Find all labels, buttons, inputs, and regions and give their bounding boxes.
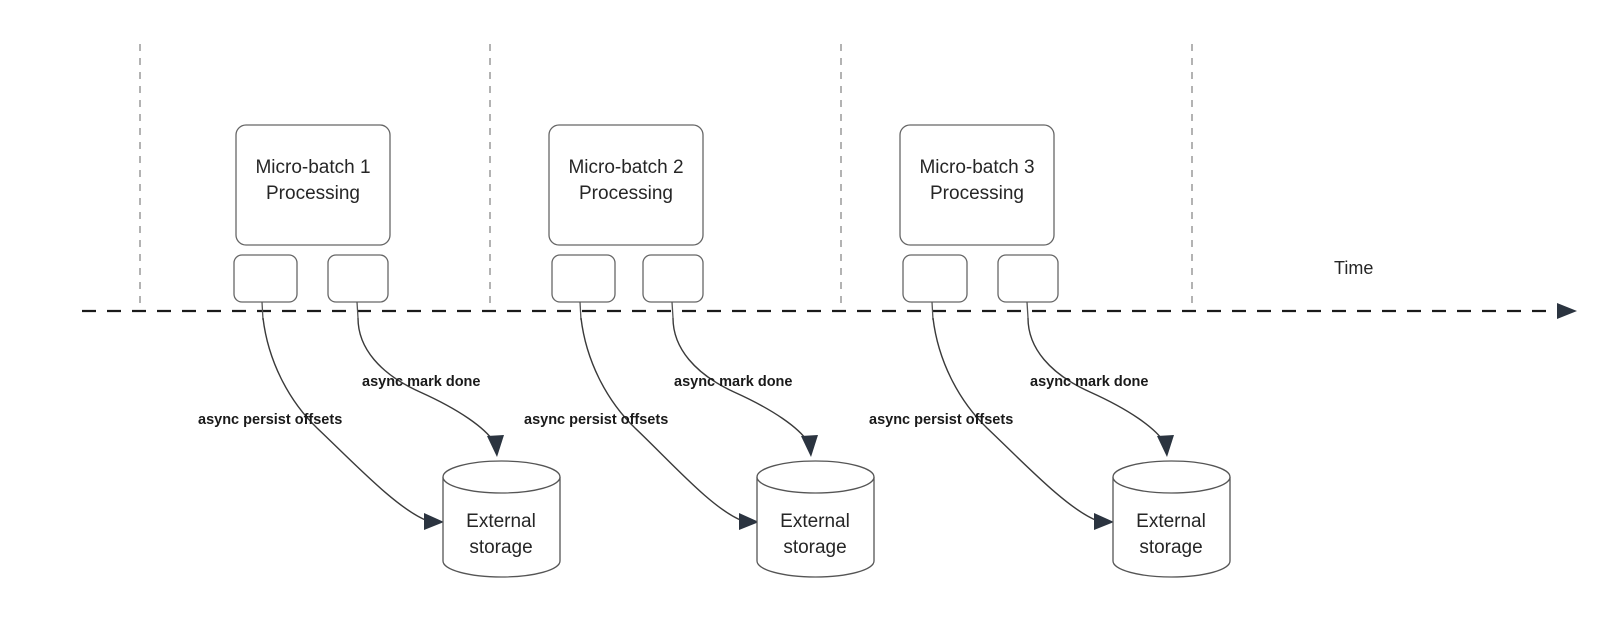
async-mark-done-label-3: async mark done	[1030, 374, 1148, 390]
time-axis: Time	[82, 258, 1577, 319]
async-persist-offsets-arrowhead-2	[739, 513, 759, 530]
task-1b-stub	[356, 301, 359, 319]
async-persist-offsets-arrowhead-1	[424, 513, 444, 530]
external-storage-2-top	[756, 460, 875, 494]
external-storage-3-line1: External	[1136, 511, 1206, 532]
task-box-3a[interactable]	[902, 254, 968, 303]
task-box-2a[interactable]	[551, 254, 616, 303]
micro-batch-3-box[interactable]: Micro-batch 3 Processing	[899, 124, 1055, 246]
task-2b-stub	[671, 301, 674, 319]
external-storage-1[interactable]: External storage	[442, 460, 561, 578]
micro-batch-3-line1: Micro-batch 3	[919, 157, 1034, 178]
external-storage-3-line2: storage	[1139, 537, 1202, 558]
task-1a-stub	[261, 301, 264, 321]
external-storage-2-line2: storage	[783, 537, 846, 558]
async-persist-offsets-label-1: async persist offsets	[198, 412, 342, 428]
async-mark-done-arrowhead-3	[1157, 435, 1174, 457]
external-storage-2-line1: External	[780, 511, 850, 532]
task-2a-stub	[579, 301, 582, 321]
external-storage-1-line2: storage	[469, 537, 532, 558]
micro-batch-2-line1: Micro-batch 2	[568, 157, 683, 178]
async-mark-done-label-1: async mark done	[362, 374, 480, 390]
group-1: Micro-batch 1 Processing async persist o…	[198, 124, 561, 578]
micro-batch-1-rect	[235, 124, 391, 246]
async-mark-done-label-2: async mark done	[674, 374, 792, 390]
group-3: Micro-batch 3 Processing async persist o…	[869, 124, 1231, 578]
external-storage-1-body	[442, 477, 561, 578]
async-persist-offsets-path-1	[262, 317, 429, 522]
micro-batch-2-line2: Processing	[579, 183, 673, 204]
task-3a-stub	[931, 301, 934, 321]
micro-batch-1-box[interactable]: Micro-batch 1 Processing	[235, 124, 391, 246]
time-axis-arrowhead	[1557, 303, 1577, 319]
group-2: Micro-batch 2 Processing async persist o…	[524, 124, 875, 578]
task-box-1b[interactable]	[327, 254, 389, 303]
task-box-2b[interactable]	[642, 254, 704, 303]
async-mark-done-arrowhead-2	[801, 435, 818, 457]
micro-batch-2-rect	[548, 124, 704, 246]
async-mark-done-arrowhead-1	[487, 435, 504, 457]
micro-batch-1-line1: Micro-batch 1	[255, 157, 370, 178]
async-mark-done-path-2	[672, 317, 809, 443]
task-box-3b[interactable]	[997, 254, 1059, 303]
async-persist-offsets-label-2: async persist offsets	[524, 412, 668, 428]
async-persist-offsets-label-3: async persist offsets	[869, 412, 1013, 428]
micro-batch-3-line2: Processing	[930, 183, 1024, 204]
external-storage-2-body	[756, 477, 875, 578]
micro-batch-2-box[interactable]: Micro-batch 2 Processing	[548, 124, 704, 246]
external-storage-3[interactable]: External storage	[1112, 460, 1231, 578]
async-persist-offsets-path-3	[932, 317, 1099, 522]
micro-batch-3-rect	[899, 124, 1055, 246]
external-storage-3-body	[1112, 477, 1231, 578]
time-axis-label: Time	[1334, 258, 1373, 278]
async-mark-done-path-1	[357, 317, 495, 443]
task-box-1a[interactable]	[233, 254, 298, 303]
async-persist-offsets-path-2	[580, 317, 744, 522]
async-persist-offsets-arrowhead-3	[1094, 513, 1114, 530]
external-storage-3-top	[1112, 460, 1231, 494]
external-storage-2[interactable]: External storage	[756, 460, 875, 578]
micro-batch-1-line2: Processing	[266, 183, 360, 204]
external-storage-1-top	[442, 460, 561, 494]
async-mark-done-path-3	[1027, 317, 1165, 443]
timeline-ticks	[139, 44, 1193, 312]
task-3b-stub	[1026, 301, 1029, 319]
external-storage-1-line1: External	[466, 511, 536, 532]
